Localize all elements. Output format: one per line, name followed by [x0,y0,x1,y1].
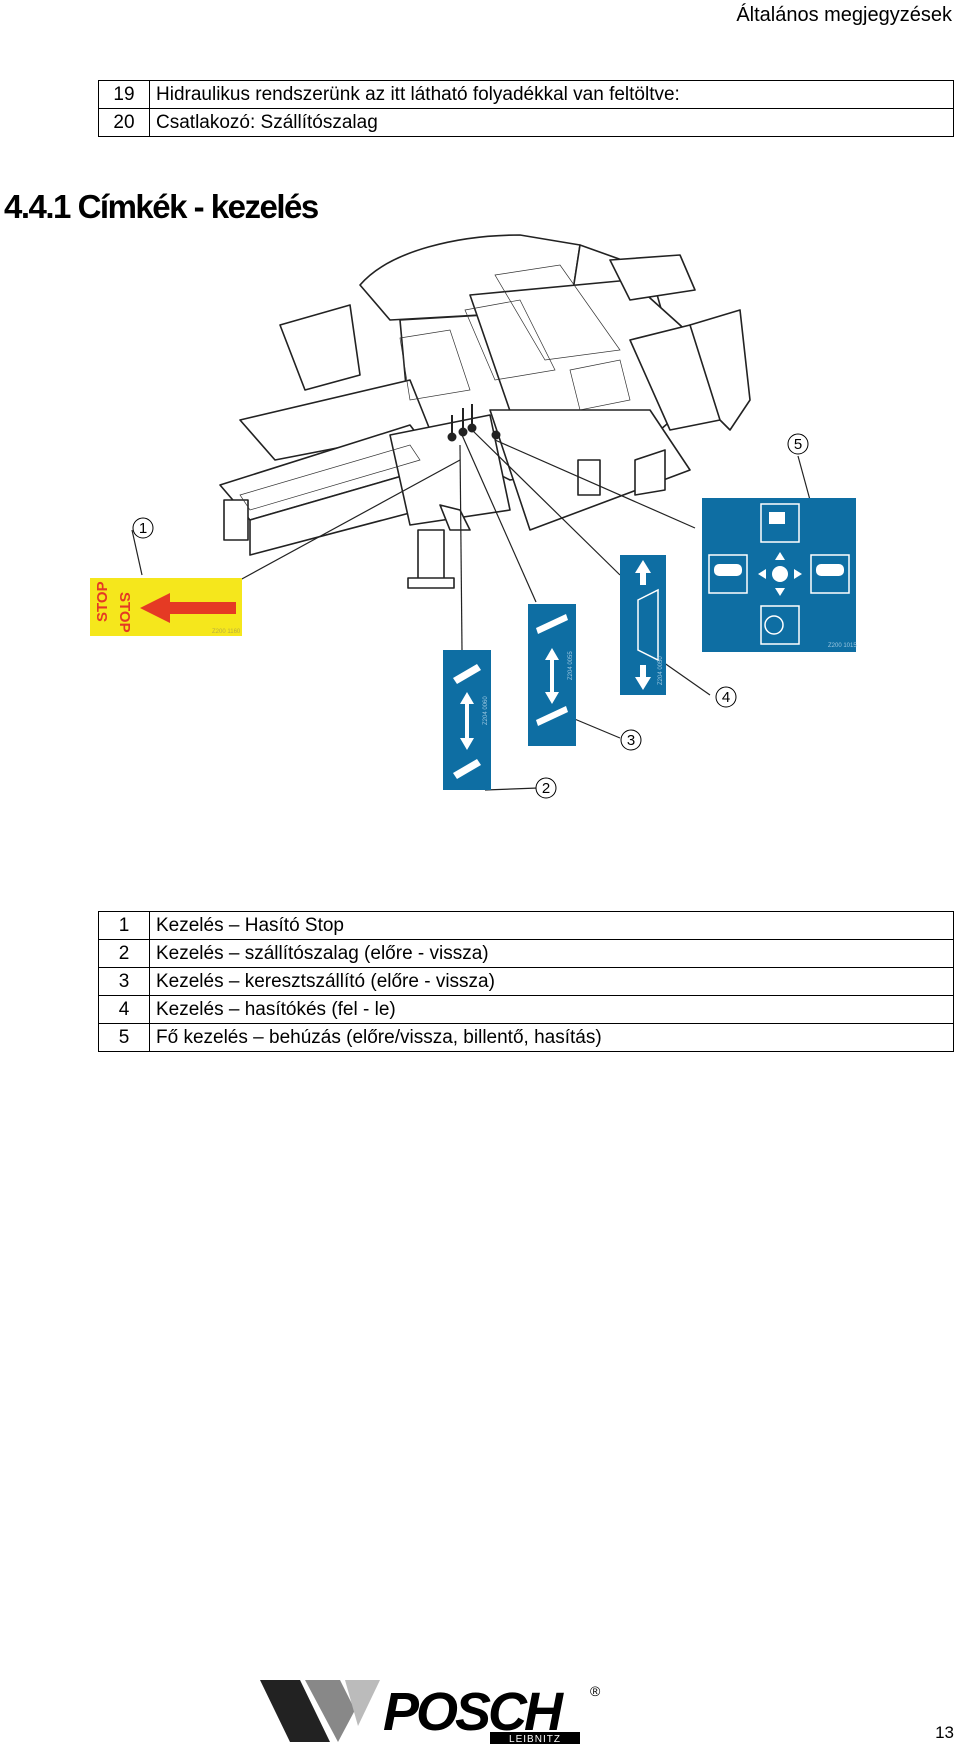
up-down-arrow-icon [545,648,559,704]
conveyor-backward-icon [453,759,481,779]
arrow-down-icon [635,665,651,690]
row-text: Kezelés – hasítókés (fel - le) [149,995,954,1024]
row-number: 19 [98,80,150,109]
cross-conveyor-down-icon [536,706,568,726]
main-control-label-code: Z200 1015 [828,643,857,649]
callout-2: 2 [535,777,557,799]
arrow-up-icon [635,560,651,585]
row-text: Fő kezelés – behúzás (előre/vissza, bill… [149,1023,954,1052]
stop-label: STOP STOP Z200 1160 [90,578,242,636]
row-number: 4 [98,995,150,1024]
row-text: Csatlakozó: Szállítószalag [149,108,954,137]
table-row: 1 Kezelés – Hasító Stop [98,911,954,940]
row-number: 5 [98,1023,150,1052]
callout-markers: 1 2 3 4 5 [132,433,809,799]
splitting-knife-label-code: Z204 0050 [658,656,664,685]
row-number: 1 [98,911,150,940]
stop-label-word-1: STOP [94,581,111,622]
page-header-title: Általános megjegyzések [736,4,952,26]
table-row: 5 Fő kezelés – behúzás (előre/vissza, bi… [98,1023,954,1052]
logo-sub: LEIBNITZ [509,1734,561,1744]
svg-text:1: 1 [139,520,147,537]
cross-conveyor-label-code: Z204 0055 [568,651,574,680]
cross-conveyor-label: Z204 0055 [528,604,576,746]
table-row: 19 Hidraulikus rendszerünk az itt láthat… [98,80,954,109]
leader-lines [131,429,811,791]
up-down-arrow-icon [460,692,474,750]
posch-logo: POSCH ® LEIBNITZ [260,1680,601,1744]
conveyor-label-code: Z204 0060 [483,696,489,725]
row-number: 2 [98,939,150,968]
svg-text:5: 5 [794,436,802,453]
row-text: Kezelés – szállítószalag (előre - vissza… [149,939,954,968]
table-row: 3 Kezelés – keresztszállító (előre - vis… [98,967,954,996]
logo-registered: ® [590,1683,601,1699]
callout-5: 5 [787,433,809,455]
notes-table-top: 19 Hidraulikus rendszerünk az itt láthat… [98,80,954,137]
splitting-icon [764,615,784,635]
conveyor-forward-icon [453,664,481,684]
splitting-knife-icon [637,588,659,662]
stop-label-code: Z200 1160 [212,629,241,635]
svg-text:3: 3 [627,732,635,749]
arrow-left-icon [140,593,236,623]
table-row: 20 Csatlakozó: Szállítószalag [98,108,954,137]
labels-legend-table: 1 Kezelés – Hasító Stop 2 Kezelés – szál… [98,911,954,1052]
page-number: 13 [935,1723,954,1742]
cross-conveyor-up-icon [536,614,568,634]
machine-grilles [239,264,631,511]
splitting-knife-label: Z204 0050 [620,555,666,695]
joystick-icon [772,566,788,582]
conveyor-label: Z204 0060 [443,650,491,790]
row-text: Hidraulikus rendszerünk az itt látható f… [149,80,954,109]
labels-figure: STOP STOP Z200 1160 Z204 0060 Z204 0055 … [90,234,857,799]
callout-3: 3 [620,729,642,751]
callout-4: 4 [715,686,737,708]
section-heading: 4.4.1 Címkék - kezelés [4,188,319,225]
callout-1: 1 [132,517,154,539]
row-text: Kezelés – keresztszállító (előre - vissz… [149,967,954,996]
svg-text:4: 4 [722,689,730,706]
row-text: Kezelés – Hasító Stop [149,911,954,940]
machine-drawing [219,234,751,589]
table-row: 4 Kezelés – hasítókés (fel - le) [98,995,954,1024]
table-row: 2 Kezelés – szállítószalag (előre - viss… [98,939,954,968]
row-number: 20 [98,108,150,137]
row-number: 3 [98,967,150,996]
tilt-icon [769,512,785,524]
stop-label-word-2: STOP [116,592,133,633]
log-pull-in-backward-icon [714,564,742,576]
control-levers [447,404,501,442]
svg-text:2: 2 [542,780,550,797]
logo-mark-icon [260,1680,330,1742]
log-pull-in-forward-icon [816,564,844,576]
main-control-label: Z200 1015 [702,498,857,652]
